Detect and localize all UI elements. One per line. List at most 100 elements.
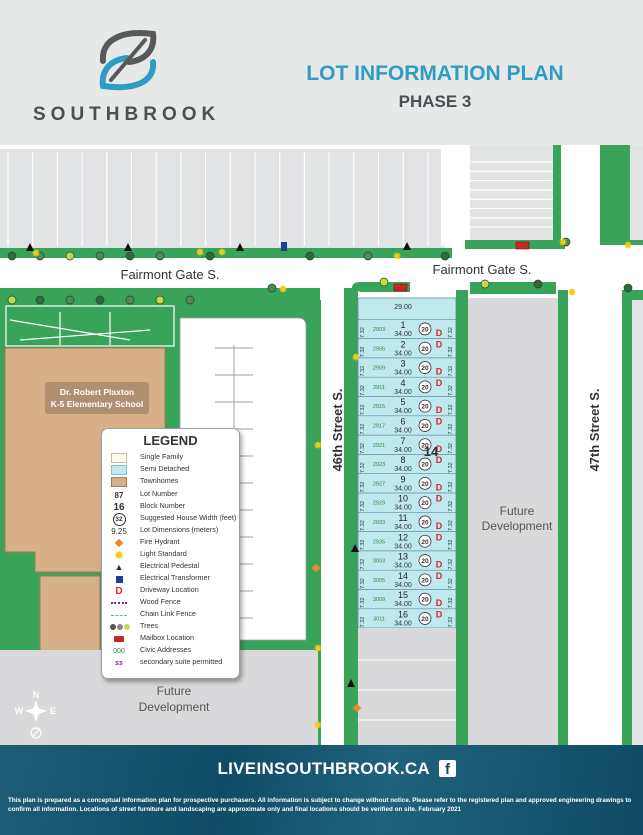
lot-depth: 7.32 [360,520,366,531]
house-width-circle [418,419,432,432]
tree-icon [155,251,165,261]
legend-row-house-width: 32 Suggested House Width (feet) [102,512,239,526]
driveway-marker: D [436,367,443,377]
civic-address: 2905 [373,346,385,352]
tree-icon [95,251,105,261]
electrical-pedestal-icon [347,679,355,687]
house-width-circle [418,361,432,374]
legend-label: Light Standard [140,549,187,558]
legend-row-driveway: D Driveway Location [102,585,239,597]
site-map: Dr. Robert Plaxton K-5 Elementary School… [0,145,643,745]
single-family-swatch [111,453,127,463]
street-46th: 46th Street S. [330,388,345,471]
lot-depth: 7.32 [360,578,366,589]
legend-row-civic-addresses: 000 Civic Addresses [102,645,239,657]
facebook-icon[interactable]: f [439,760,456,777]
driveway-marker: D [436,609,443,619]
northeast-lot-lines [470,161,553,228]
house-width-circle [418,341,432,355]
civic-address: 3005 [373,578,385,584]
lot-width: 34.00 [394,563,412,570]
legend-label: Driveway Location [140,585,199,594]
civic-address-sample: 000 [113,647,125,655]
legend-label: Lot Number [140,489,178,498]
tree-icon [533,279,543,289]
lot-depth: 7.32 [448,578,454,589]
tree-icons [7,237,633,305]
light-standard-icon: ✸ [217,246,226,259]
lot-number: 6 [400,416,405,426]
house-width: 20 [421,326,429,333]
civic-address: 3009 [373,597,385,603]
46th-west-boulevard [344,288,358,745]
legend-row-townhomes: Townhomes [102,476,239,488]
driveway-marker: D [436,328,443,338]
lot-number: 2 [400,339,405,349]
compass-west-label: W [15,706,24,716]
lot-width: 34.00 [394,427,412,434]
street-47th: 47th Street S. [587,388,602,471]
tree-icon [65,251,75,261]
lot-depth: 7.32 [360,482,366,493]
school-field-lines [9,312,151,345]
school-name: Dr. Robert Plaxton [60,387,134,397]
electrical-pedestal-icon [26,243,34,251]
lot-depth: 7.32 [448,366,454,377]
lot-row[interactable]: 29.00 [394,304,412,311]
lot-depth: 7.32 [360,404,366,415]
legend-row-electrical-pedestal: ▲ Electrical Pedestal [102,561,239,573]
tree-icon [7,295,17,305]
legend-row-single-family: Single Family [102,452,239,464]
tree-icon [155,295,165,305]
driveway-marker: D [436,378,443,388]
lot-depth: 7.32 [360,327,366,338]
school-grade-label: K-5 Elementary School [51,399,144,409]
lot-depth: 7.32 [360,597,366,608]
lot-width: 29.00 [394,304,412,311]
electrical-pedestal-icons [26,242,411,687]
house-width: 20 [421,577,429,584]
light-standard-icon: ✸ [351,351,360,364]
website-link[interactable]: LIVEINSOUTHBROOK.CA [217,759,430,778]
house-width-circle [418,399,432,413]
house-width: 20 [421,597,429,604]
lot-number: 3 [400,359,405,369]
fire-hydrant-icon [311,563,321,573]
tree-icon [363,251,373,261]
light-standard-icon: ✸ [31,247,40,260]
lot-number: 15 [398,590,408,600]
lot-depth: 7.32 [360,617,366,628]
lot-width: 34.00 [394,505,412,512]
lot-depth: 7.32 [448,597,454,608]
tree-icon [35,251,45,261]
light-standard-icon: ✸ [278,283,287,296]
fire-hydrant-icons [311,563,362,713]
house-width: 20 [421,462,429,469]
house-width-circle [418,534,432,548]
driveway-marker: D [436,455,443,465]
lot-number: 14 [398,571,408,581]
lot-depth: 7.32 [448,385,454,396]
house-width: 20 [421,481,429,488]
semi-detached-swatch [111,465,127,475]
tree-icon [185,295,195,305]
lot-number: 11 [398,513,407,523]
street-fairmont-west: Fairmont Gate S. [121,267,220,282]
